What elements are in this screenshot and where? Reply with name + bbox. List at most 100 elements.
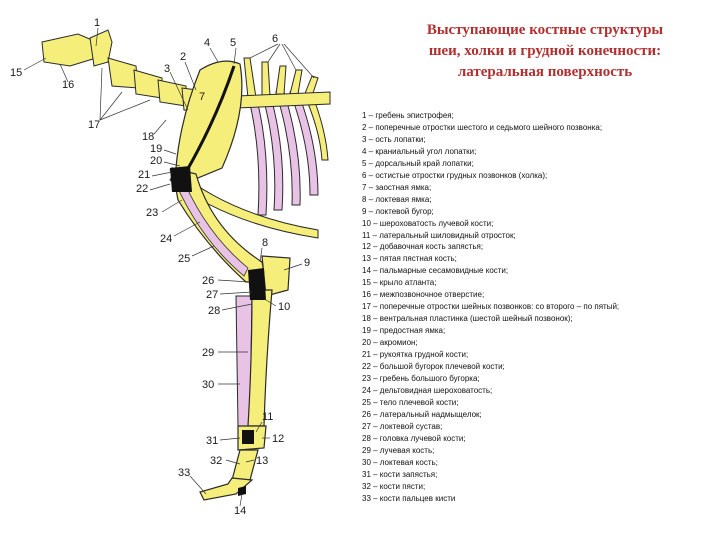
- legend-item: 2 – поперечные отростки шестого и седьмо…: [362, 122, 603, 132]
- callout-30: 30: [202, 379, 214, 391]
- callout-18: 18: [142, 131, 154, 143]
- legend-item: 19 – предостная ямка;: [362, 326, 446, 336]
- rib: [289, 91, 319, 196]
- thoracic-spines: [235, 57, 331, 109]
- vertebra: [133, 69, 163, 99]
- spine-process: [261, 61, 271, 97]
- legend-item: 10 – шероховатость лучевой кости;: [362, 218, 494, 228]
- digits: [199, 477, 254, 501]
- legend-item: 12 – добавочная кость запястья;: [362, 242, 484, 252]
- callout-6: 6: [272, 33, 278, 45]
- legend-item: 5 – дорсальный край лопатки;: [362, 158, 474, 168]
- legend-item: 17 – поперечные отростки шейных позвонко…: [362, 302, 620, 312]
- legend-item: 13 – пятая пястная кость;: [362, 254, 457, 264]
- legend-item: 32 – кости пясти;: [362, 481, 426, 491]
- vertebra: [107, 57, 139, 89]
- scapula: [175, 60, 243, 183]
- title-line-3: латеральная поверхность: [457, 64, 633, 80]
- callout-17: 17: [88, 119, 100, 131]
- vertebra: [157, 79, 187, 107]
- sesamoids: [238, 486, 246, 496]
- axis: [89, 29, 113, 67]
- callout-19: 19: [150, 143, 162, 155]
- title-line-1: Выступающие костные структуры: [426, 22, 664, 38]
- callout-10: 10: [278, 301, 290, 313]
- callout-32: 32: [210, 455, 222, 467]
- legend-item: 3 – ость лопатки;: [362, 134, 426, 144]
- callout-29: 29: [202, 347, 214, 359]
- legend-item: 30 – локтевая кость;: [362, 457, 438, 467]
- legend-item: 14 – пальмарные сесамовидные кости;: [362, 266, 509, 276]
- callout-labels: 1 2 3 4 5 6 7 8 9 10 11 12 13 14 15 16 1…: [10, 17, 310, 517]
- callout-23: 23: [146, 207, 158, 219]
- callout-9: 9: [304, 257, 310, 269]
- rib: [303, 93, 329, 161]
- legend-item: 20 – акромион;: [362, 338, 418, 348]
- legend-item: 31 – кости запястья;: [362, 469, 438, 479]
- spine-process: [275, 65, 287, 95]
- rib: [275, 91, 301, 206]
- ribs: [247, 91, 329, 216]
- legend-item: 6 – остистые отростки грудных позвонков …: [362, 170, 548, 180]
- legend-item: 4 – краниальный угол лопатки;: [362, 146, 477, 156]
- callout-4: 4: [204, 37, 210, 49]
- spine-process: [289, 69, 303, 95]
- callout-12: 12: [272, 433, 284, 445]
- callout-31: 31: [206, 435, 218, 447]
- legend-item: 9 – локтевой бугор;: [362, 206, 434, 216]
- callout-25: 25: [178, 253, 190, 265]
- legend-item: 11 – латеральный шиловидный отросток;: [362, 230, 516, 240]
- legend-item: 16 – межпозвоночное отверстие;: [362, 290, 485, 300]
- legend-item: 28 – головка лучевой кости;: [362, 433, 466, 443]
- radius: [247, 289, 273, 427]
- callout-3: 3: [164, 63, 170, 75]
- humerus-muscle: [169, 169, 249, 277]
- callout-13: 13: [256, 455, 268, 467]
- callout-26: 26: [202, 275, 214, 287]
- spine-process: [243, 57, 257, 99]
- legend-item: 26 – латеральный надмыщелок;: [362, 409, 482, 419]
- callout-5: 5: [230, 37, 236, 49]
- scapular-spine: [184, 65, 236, 173]
- legend-item: 18 – вентральная пластинка (шестой шейны…: [362, 314, 573, 324]
- skeleton-illustration: 1 2 3 4 5 6 7 8 9 10 11 12 13 14 15 16 1…: [10, 17, 331, 517]
- legend-item: 7 – заостная ямка;: [362, 182, 432, 192]
- legend-item: 21 – рукоятка грудной кости;: [362, 350, 469, 360]
- leader-lines: [23, 27, 315, 507]
- callout-11: 11: [262, 411, 273, 423]
- legend-item: 8 – локтевая ямка;: [362, 194, 432, 204]
- rib: [247, 95, 268, 216]
- callout-27: 27: [206, 289, 218, 301]
- legend-item: 33 – кости пальцев кисти: [362, 493, 456, 503]
- callout-28: 28: [208, 305, 220, 317]
- carpal-joint: [242, 430, 254, 444]
- callout-21: 21: [138, 169, 150, 181]
- callout-7: 7: [199, 91, 205, 103]
- legend-item: 22 – большой бугорок плечевой кости;: [362, 362, 505, 372]
- callout-16: 16: [62, 79, 74, 91]
- callout-1: 1: [94, 17, 100, 29]
- callout-15: 15: [10, 67, 22, 79]
- callout-8: 8: [262, 237, 268, 249]
- legend-item: 25 – тело плечевой кости;: [362, 397, 459, 407]
- legend-item: 23 – гребень большого бугорка;: [362, 373, 480, 383]
- legend-item: 15 – крыло атланта;: [362, 278, 437, 288]
- callout-24: 24: [160, 233, 172, 245]
- legend-item: 24 – дельтовидная шероховатость;: [362, 385, 493, 395]
- atlas: [41, 33, 97, 67]
- legend-item: 27 – локтевой сустав;: [362, 421, 443, 431]
- title-line-2: шеи, холки и грудной конечности:: [428, 43, 662, 59]
- greater-tubercle: [170, 166, 192, 192]
- rib: [261, 93, 284, 211]
- legend-item: 1 – гребень эпистрофея;: [362, 111, 454, 120]
- callout-14: 14: [234, 505, 246, 517]
- legend-list: 1 – гребень эпистрофея; 2 – поперечные о…: [362, 110, 712, 504]
- elbow-joint: [248, 268, 266, 300]
- callout-33: 33: [178, 467, 190, 479]
- legend-item: 29 – лучевая кость;: [362, 445, 435, 455]
- callout-22: 22: [136, 183, 148, 195]
- callout-20: 20: [150, 155, 162, 167]
- callout-2: 2: [180, 51, 186, 63]
- metacarpals: [231, 449, 259, 481]
